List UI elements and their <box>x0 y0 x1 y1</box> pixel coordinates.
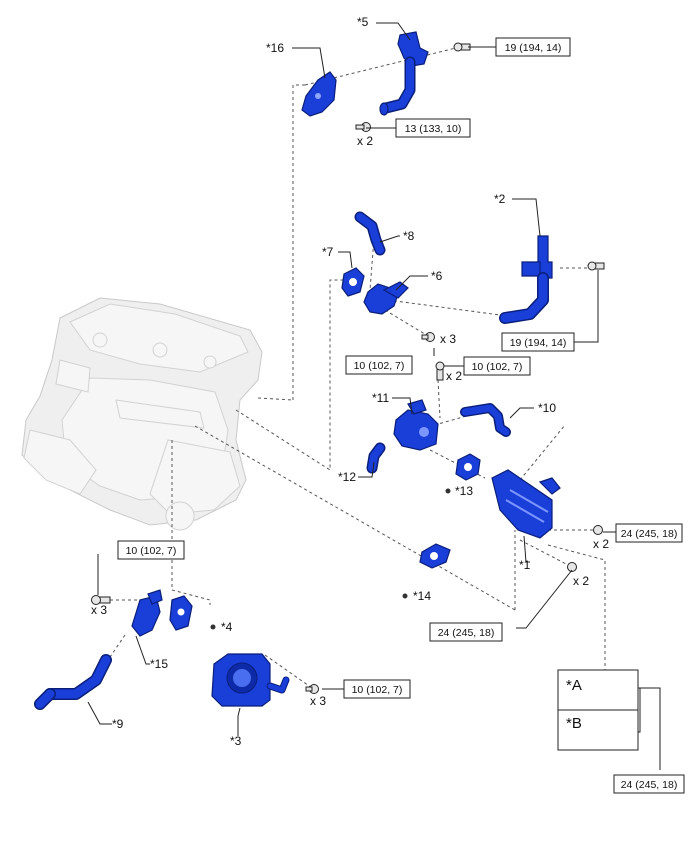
torque-box-8 <box>117 540 185 560</box>
label-p10: *10 <box>538 401 556 415</box>
qty-q5: x 2 <box>573 574 589 588</box>
part-14-gasket[interactable] <box>419 543 451 569</box>
label-p1: *1 <box>519 558 531 572</box>
torque-3-text: 19 (194, 14) <box>510 337 567 349</box>
torque-box-2 <box>395 118 471 138</box>
part-4-gasket[interactable] <box>169 595 193 631</box>
torque-box-3 <box>501 332 575 352</box>
legend-a-label: *A <box>566 677 582 694</box>
qty-q3: x 2 <box>446 369 462 383</box>
bolt-9 <box>305 684 319 694</box>
label-p15: *15 <box>150 657 168 671</box>
qty-q4: x 2 <box>593 537 609 551</box>
torque-1-text: 19 (194, 14) <box>505 42 562 54</box>
label-p6: *6 <box>431 269 443 283</box>
part-10-pipe[interactable] <box>460 403 511 437</box>
part-11-egr-valve[interactable] <box>393 399 439 451</box>
torque-2-text: 13 (133, 10) <box>405 123 462 135</box>
torque-box-10 <box>613 774 685 794</box>
torque-7-text: 24 (245, 18) <box>438 627 495 639</box>
torque-6-text: 24 (245, 18) <box>621 528 678 540</box>
torque-box-4 <box>345 355 413 375</box>
part-1-egr-cooler[interactable] <box>491 469 561 539</box>
bolt-7 <box>567 562 577 572</box>
part-13-gasket[interactable] <box>455 453 481 481</box>
qty-labels: x 2 x 3 x 2 x 2 x 2 x 3 x 3 <box>91 134 609 708</box>
part-labels: *5 *16 *2 *8 *7 *6 *11 *10 *12 *13 *1 *1… <box>112 15 556 748</box>
label-p7: *7 <box>322 245 334 259</box>
bolt-6 <box>593 525 603 535</box>
bolt-4 <box>421 332 435 342</box>
torque-4-text: 10 (102, 7) <box>354 360 405 372</box>
torque-boxes: 19 (194, 14) 13 (133, 10) 19 (194, 14) 1… <box>117 37 685 794</box>
part-2-pipe[interactable] <box>499 235 553 324</box>
torque-box-9 <box>343 679 411 699</box>
label-p5: *5 <box>357 15 369 29</box>
engine-block <box>21 297 263 531</box>
dot-13 <box>445 488 451 494</box>
label-p8: *8 <box>403 229 415 243</box>
qty-q1: x 2 <box>357 134 373 148</box>
part-12-pipe[interactable] <box>366 442 386 474</box>
bolt-8 <box>91 595 111 605</box>
part-16-bracket[interactable] <box>301 71 337 117</box>
part-3-throttle-body[interactable] <box>211 653 290 707</box>
qty-q6: x 3 <box>91 603 107 617</box>
part-8-hose[interactable] <box>354 211 386 256</box>
label-p12: *12 <box>338 470 356 484</box>
torque-5-text: 10 (102, 7) <box>472 361 523 373</box>
label-p3: *3 <box>230 734 242 748</box>
torque-9-text: 10 (102, 7) <box>352 684 403 696</box>
bolt-3 <box>587 261 605 271</box>
torque-8-text: 10 (102, 7) <box>126 545 177 557</box>
label-p11: *11 <box>372 391 389 405</box>
torque-box-5 <box>463 356 531 376</box>
bolt-1 <box>453 42 471 52</box>
label-p14: *14 <box>413 589 431 603</box>
label-p9: *9 <box>112 717 124 731</box>
label-p13: *13 <box>455 484 473 498</box>
dot-14 <box>402 593 408 599</box>
legend-b-label: *B <box>566 715 582 732</box>
bolt-2 <box>355 122 371 132</box>
part-5-pipe[interactable] <box>379 31 429 116</box>
torque-box-1 <box>495 37 571 57</box>
qty-q7: x 3 <box>310 694 326 708</box>
bolt-5 <box>435 361 445 381</box>
label-p4: *4 <box>221 620 233 634</box>
torque-10-text: 24 (245, 18) <box>621 779 678 791</box>
part-7-gasket[interactable] <box>341 267 365 297</box>
dot-4 <box>210 624 216 630</box>
label-p16: *16 <box>266 41 284 55</box>
qty-q2: x 3 <box>440 332 456 346</box>
torque-box-6 <box>615 523 683 543</box>
part-15-pipe[interactable] <box>131 589 163 637</box>
part-9-hose[interactable] <box>34 654 112 710</box>
torque-box-7 <box>429 622 503 642</box>
legend-box: *A *B <box>557 669 639 751</box>
label-p2: *2 <box>494 192 506 206</box>
dashed-leaders <box>107 46 615 731</box>
